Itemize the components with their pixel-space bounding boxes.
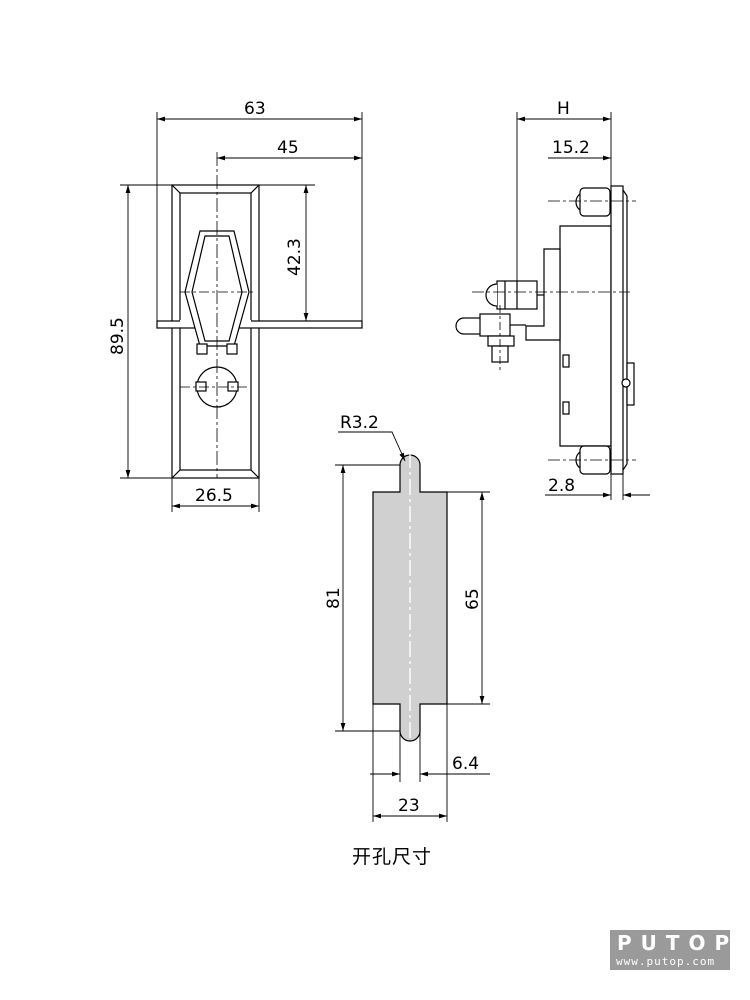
side-bracket [525, 248, 561, 341]
dim-handle-offset: 45 [277, 138, 299, 158]
dim-half-height: 42.3 [285, 238, 305, 276]
dim-cutout-body-height: 65 [463, 588, 483, 610]
front-dimensions [120, 112, 363, 512]
side-top-grip [579, 187, 611, 217]
dim-base-width: 26.5 [195, 486, 233, 506]
dim-cutout-radius: R3.2 [340, 413, 379, 433]
side-view [455, 185, 636, 475]
cutout-caption: 开孔尺寸 [352, 846, 433, 868]
brand-logo [610, 930, 730, 970]
dim-panel-thickness: 2.8 [548, 476, 575, 496]
cutout-shape [372, 452, 448, 745]
dim-height-total: 89.5 [108, 317, 128, 355]
front-lever-bar [156, 320, 363, 329]
side-dimensions [516, 112, 650, 500]
dim-width-total: 63 [244, 99, 266, 119]
side-screw-lower [479, 313, 511, 337]
front-plate-inner [179, 192, 252, 471]
dim-handle-depth: 15.2 [552, 138, 590, 158]
dim-depth: H [557, 99, 570, 119]
front-view [156, 152, 363, 479]
dim-cutout-slot-width: 6.4 [452, 754, 479, 774]
side-face-plate [610, 185, 624, 475]
brand-logo-text: PUTOP [617, 931, 739, 955]
cutout-dimensions [335, 431, 490, 822]
dim-cutout-total-height: 81 [324, 587, 344, 609]
dim-cutout-body-width: 23 [398, 796, 420, 816]
brand-logo-url: www.putop.com [616, 955, 716, 968]
